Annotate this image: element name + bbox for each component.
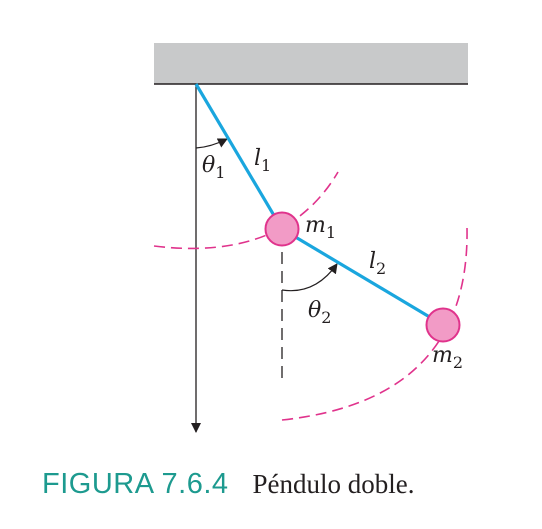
label-theta1: θ1 — [202, 153, 225, 182]
mass-m2 — [425, 307, 461, 343]
figure-title: Péndulo doble. — [252, 469, 415, 499]
rod-l2 — [281, 227, 444, 327]
ceiling-support — [154, 43, 468, 84]
figure-caption: FIGURA 7.6.4 Péndulo doble. — [42, 468, 522, 508]
figure-number: FIGURA 7.6.4 — [42, 468, 229, 500]
rod-l1 — [194, 83, 284, 230]
m2-path-arc — [281, 227, 468, 421]
theta2-angle-arc — [281, 263, 338, 292]
theta1-angle-arc — [195, 138, 228, 149]
label-m2: m2 — [432, 343, 463, 372]
label-l1: l1 — [254, 146, 271, 175]
label-l2: l2 — [369, 249, 386, 278]
mass-m1 — [264, 211, 300, 247]
label-theta2: θ2 — [308, 298, 331, 327]
label-m1: m1 — [305, 213, 336, 242]
double-pendulum-diagram: θ1 l1 m1 l2 θ2 m2 — [153, 43, 468, 433]
